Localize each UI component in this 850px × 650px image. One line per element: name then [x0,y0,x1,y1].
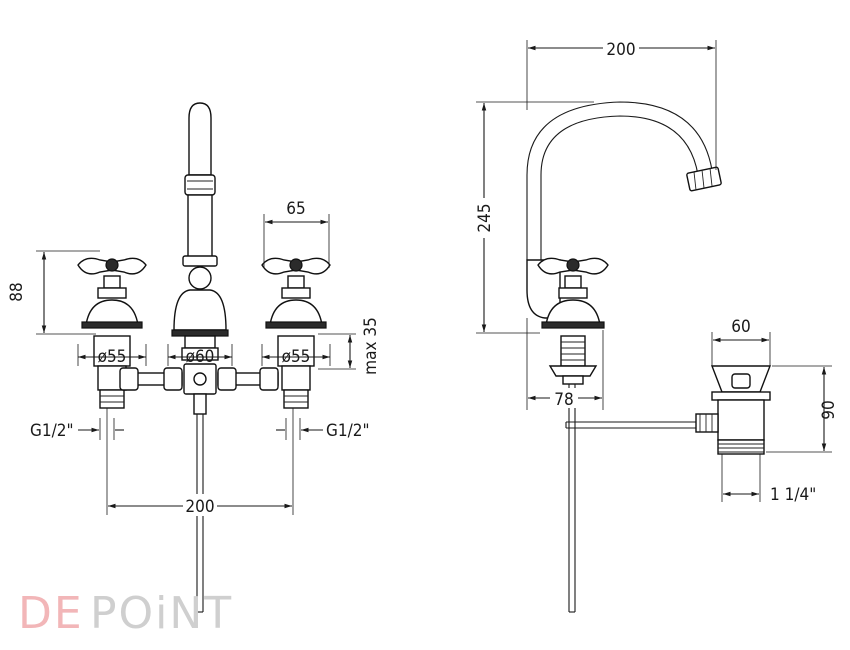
dim-flanges: ø55 ø60 ø55 [77,344,331,367]
dim-200-front: 200 [106,408,294,517]
left-cross-handle [77,257,147,409]
dim-drain-thread-label: 1 1/4" [770,485,816,505]
dim-200-side-label: 200 [606,40,635,60]
dim-90: 90 [766,365,839,453]
dim-78-label: 78 [554,390,573,410]
dim-88-label: 88 [7,282,27,301]
dim-right-thread-label: G1/2" [326,421,370,441]
dim-max35: max 35 [318,317,381,375]
dim-245: 245 [472,101,594,334]
pull-rod [565,421,700,429]
logo-part-b: POiNT [90,588,233,639]
connecting-pipes [119,363,279,613]
dim-65: 65 [263,199,330,268]
side-view: 200 245 78 60 [472,36,839,613]
dim-90-label: 90 [819,400,839,419]
dim-max35-label: max 35 [361,317,381,375]
front-view: 88 65 max 35 ø55 ø60 [7,102,381,613]
dim-left-flange-label: ø55 [98,347,127,367]
dim-65-label: 65 [286,199,305,219]
brand-logo: DE POiNT [18,588,233,639]
right-cross-handle [261,257,331,409]
dim-right-flange-label: ø55 [282,347,311,367]
dim-200-front-label: 200 [185,497,214,517]
dim-88: 88 [7,250,100,335]
dim-200-side: 200 [526,36,717,170]
dim-drain-thread: 1 1/4" [721,454,816,505]
pop-up-drain [695,365,772,455]
dim-threads: G1/2" G1/2" [30,418,370,441]
dim-left-thread-label: G1/2" [30,421,74,441]
dim-60: 60 [711,317,771,366]
logo-part-a: DE [18,588,84,639]
dim-center-flange-label: ø60 [186,347,215,367]
dim-245-label: 245 [475,203,495,232]
dim-78: 78 [526,318,604,410]
gooseneck-spout [526,101,722,319]
center-spout [171,102,229,361]
dim-60-label: 60 [731,317,750,337]
